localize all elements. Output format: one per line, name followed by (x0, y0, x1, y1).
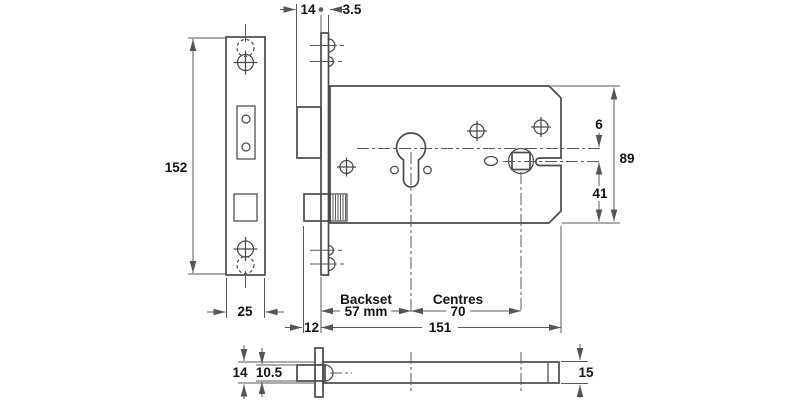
dim-centre-offset: 6 (595, 117, 603, 147)
dim-label-centre-offset: 6 (595, 117, 603, 132)
centre-lines (357, 148, 600, 313)
fixing-screw-top-icon (310, 38, 344, 67)
latch-bolt-section (296, 364, 326, 382)
deadbolt-side (303, 193, 331, 222)
screw-hole-top-icon (233, 50, 258, 75)
dim-deadbolt-projection: 12 (285, 226, 319, 335)
fixing-screw-bottom-icon (310, 244, 344, 272)
dim-label-faceplate-height: 152 (165, 160, 188, 175)
latch-bolt-side (296, 106, 322, 159)
dim-label-centres: Centres (433, 292, 483, 307)
dim-case-length: 151 (321, 226, 562, 335)
dim-label-faceplate-width: 25 (237, 304, 253, 319)
dim-label-latch-projection: 14 (300, 2, 316, 17)
dim-backset: Backset 57 mm (320, 277, 411, 333)
faceplate-front-view (225, 24, 266, 288)
latch-fixing-hole (241, 114, 251, 124)
cylinder-fixing-hole (390, 165, 399, 175)
screw-cross-icon (531, 117, 551, 137)
dim-centre-to-bottom: 41 (588, 162, 611, 222)
oval-hole (483, 155, 499, 167)
deadbolt-spring (329, 193, 348, 222)
dim-label-faceplate-thickness: 3.5 (343, 2, 362, 17)
faceplate-section (314, 347, 324, 398)
dim-faceplate-width: 25 (207, 278, 284, 319)
latch-fixing-hole (241, 142, 251, 152)
dim-label-deadbolt-projection: 12 (304, 320, 319, 335)
dim-label-latch-depth: 10.5 (256, 365, 283, 380)
dim-faceplate-thickness: 3.5 (320, 2, 362, 32)
lock-bottom-view (296, 347, 560, 398)
dim-label-case-depth: 14 (232, 365, 248, 380)
dim-point-marker (318, 7, 324, 12)
lock-case-view (329, 85, 562, 224)
dim-latch-depth: 10.5 (256, 348, 296, 397)
forend-plate (320, 32, 330, 276)
dim-value-backset: 57 mm (345, 304, 388, 319)
deadbolt-cutout (233, 193, 258, 222)
dim-label-centre-to-bottom: 41 (592, 186, 608, 201)
faceplate-side-view (296, 32, 348, 276)
dim-label-case-height: 89 (619, 151, 634, 166)
screw-cross-icon (467, 121, 487, 141)
dim-case-depth: 14 (232, 345, 314, 399)
dim-latch-projection: 14 (280, 2, 324, 107)
dim-label-case-length: 151 (429, 320, 452, 335)
dim-end-depth: 15 (561, 344, 594, 398)
cylinder-fixing-hole (423, 165, 432, 175)
dim-case-height: 89 (551, 85, 635, 224)
latch-cutout (236, 105, 256, 160)
dim-centres: Centres 70 (411, 292, 521, 319)
dim-label-end-depth: 15 (578, 365, 594, 380)
screw-hole-bottom-icon (233, 237, 258, 261)
dim-faceplate-height: 152 (165, 37, 226, 275)
case-section (322, 361, 560, 384)
dim-value-centres: 70 (450, 304, 465, 319)
case-outline (329, 85, 562, 224)
screw-cross-icon (337, 157, 356, 177)
dim-label-backset: Backset (340, 292, 392, 307)
